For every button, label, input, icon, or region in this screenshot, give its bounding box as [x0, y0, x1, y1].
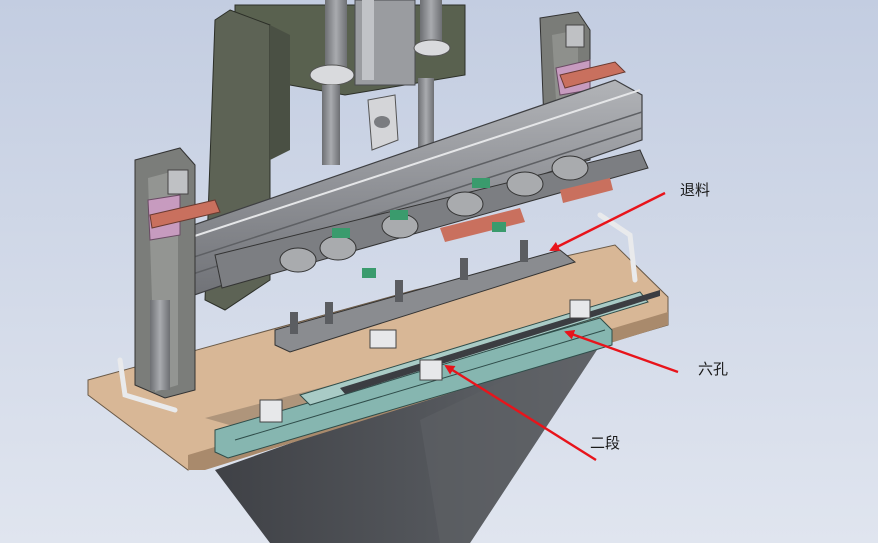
- label-erduan: 二段: [590, 434, 621, 452]
- slide-track: [214, 317, 613, 459]
- arrow-tuiliao: [549, 191, 666, 252]
- guide-rod-left: [325, 0, 347, 70]
- guide-rod-right: [420, 0, 442, 45]
- punch-plate: [274, 249, 577, 353]
- arrow-liukong: [564, 329, 679, 374]
- punch-heads: [279, 155, 589, 278]
- arrow-erduan: [444, 364, 597, 462]
- label-liukong: 六孔: [698, 360, 729, 378]
- label-tuiliao: 退料: [680, 181, 711, 199]
